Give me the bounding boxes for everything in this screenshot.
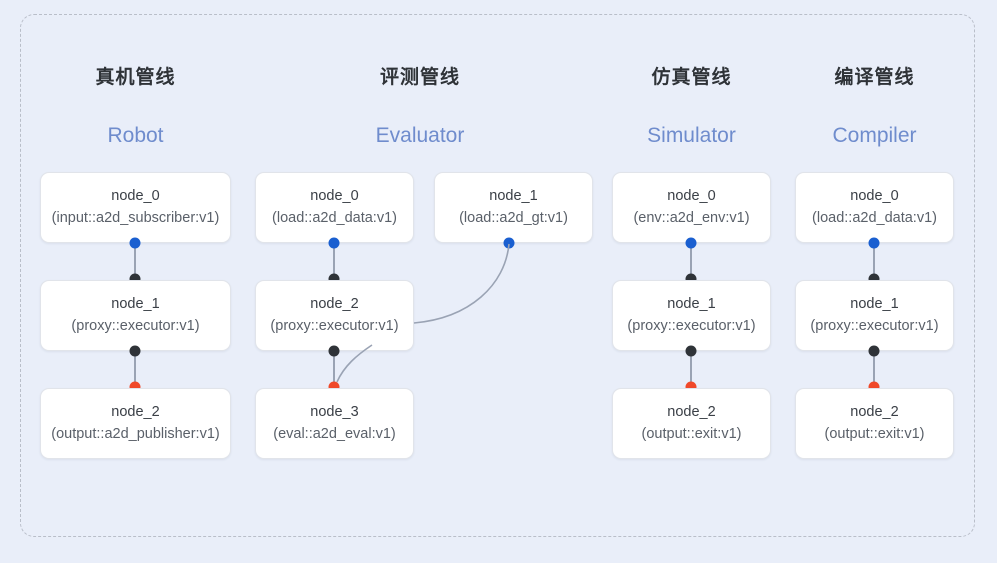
node-name: node_2 (111, 404, 160, 421)
edge-simulator-1-2 (690, 351, 692, 387)
node-robot-2[interactable]: node_2 (output::a2d_publisher:v1) (40, 388, 231, 459)
node-type: (proxy::executor:v1) (270, 317, 399, 334)
port-output-icon-compiler-1 (868, 345, 880, 357)
port-output-icon-robot-0 (129, 237, 141, 249)
node-type: (input::a2d_subscriber:v1) (51, 209, 220, 226)
node-type: (output::exit:v1) (641, 425, 742, 442)
port-input-icon-robot-2 (129, 381, 141, 393)
node-name: node_1 (489, 188, 538, 205)
port-input-icon-simulator-1 (685, 273, 697, 285)
port-output-icon-evaluator-2 (328, 345, 340, 357)
node-type: (load::a2d_gt:v1) (459, 209, 568, 226)
node-type: (env::a2d_env:v1) (633, 209, 750, 226)
edge-evaluator-0-2 (333, 243, 335, 279)
node-simulator-2[interactable]: node_2 (output::exit:v1) (612, 388, 771, 459)
port-input-icon-robot-1 (129, 273, 141, 285)
port-output-icon-evaluator-0 (328, 237, 340, 249)
node-type: (load::a2d_data:v1) (272, 209, 397, 226)
node-name: node_1 (667, 296, 716, 313)
column-subtitle-evaluator: Evaluator (375, 124, 465, 147)
port-output-icon-simulator-0 (685, 237, 697, 249)
edge-robot-0-1 (134, 243, 136, 279)
node-name: node_3 (310, 404, 359, 421)
edge-compiler-0-1 (873, 243, 875, 279)
node-name: node_0 (850, 188, 899, 205)
node-evaluator-0[interactable]: node_0 (load::a2d_data:v1) (255, 172, 414, 243)
port-input-icon-compiler-2 (868, 381, 880, 393)
node-type: (output::exit:v1) (824, 425, 925, 442)
node-name: node_1 (111, 296, 160, 313)
node-name: node_2 (310, 296, 359, 313)
edge-evaluator-2-3 (333, 351, 335, 387)
port-input-icon-compiler-1 (868, 273, 880, 285)
port-output-icon-robot-1 (129, 345, 141, 357)
port-input-icon-evaluator-2 (328, 273, 340, 285)
port-output-icon-evaluator-gt (503, 237, 515, 249)
node-evaluator-3[interactable]: node_3 (eval::a2d_eval:v1) (255, 388, 414, 459)
node-type: (proxy::executor:v1) (810, 317, 939, 334)
node-name: node_2 (850, 404, 899, 421)
edge-compiler-1-2 (873, 351, 875, 387)
column-title-evaluator: 评测管线 (379, 67, 460, 88)
column-title-robot: 真机管线 (95, 67, 176, 88)
node-type: (proxy::executor:v1) (71, 317, 200, 334)
column-subtitle-simulator: Simulator (647, 124, 736, 147)
node-type: (eval::a2d_eval:v1) (273, 425, 396, 442)
node-evaluator-gt[interactable]: node_1 (load::a2d_gt:v1) (434, 172, 593, 243)
node-compiler-0[interactable]: node_0 (load::a2d_data:v1) (795, 172, 954, 243)
node-simulator-0[interactable]: node_0 (env::a2d_env:v1) (612, 172, 771, 243)
node-robot-1[interactable]: node_1 (proxy::executor:v1) (40, 280, 231, 351)
node-name: node_0 (111, 188, 160, 205)
node-simulator-1[interactable]: node_1 (proxy::executor:v1) (612, 280, 771, 351)
diagram-dashed-frame (20, 14, 975, 537)
node-compiler-2[interactable]: node_2 (output::exit:v1) (795, 388, 954, 459)
port-input-icon-evaluator-3 (328, 381, 340, 393)
node-type: (proxy::executor:v1) (627, 317, 756, 334)
port-output-icon-compiler-0 (868, 237, 880, 249)
node-name: node_0 (667, 188, 716, 205)
column-subtitle-compiler: Compiler (832, 124, 917, 147)
node-name: node_1 (850, 296, 899, 313)
node-compiler-1[interactable]: node_1 (proxy::executor:v1) (795, 280, 954, 351)
edge-robot-1-2 (134, 351, 136, 387)
column-title-compiler: 编译管线 (834, 67, 915, 88)
node-type: (load::a2d_data:v1) (812, 209, 937, 226)
column-title-simulator: 仿真管线 (651, 67, 732, 88)
node-name: node_0 (310, 188, 359, 205)
edge-simulator-0-1 (690, 243, 692, 279)
node-type: (output::a2d_publisher:v1) (51, 425, 220, 442)
node-name: node_2 (667, 404, 716, 421)
node-robot-0[interactable]: node_0 (input::a2d_subscriber:v1) (40, 172, 231, 243)
port-input-icon-simulator-2 (685, 381, 697, 393)
column-subtitle-robot: Robot (107, 124, 164, 147)
node-evaluator-2[interactable]: node_2 (proxy::executor:v1) (255, 280, 414, 351)
port-output-icon-simulator-1 (685, 345, 697, 357)
